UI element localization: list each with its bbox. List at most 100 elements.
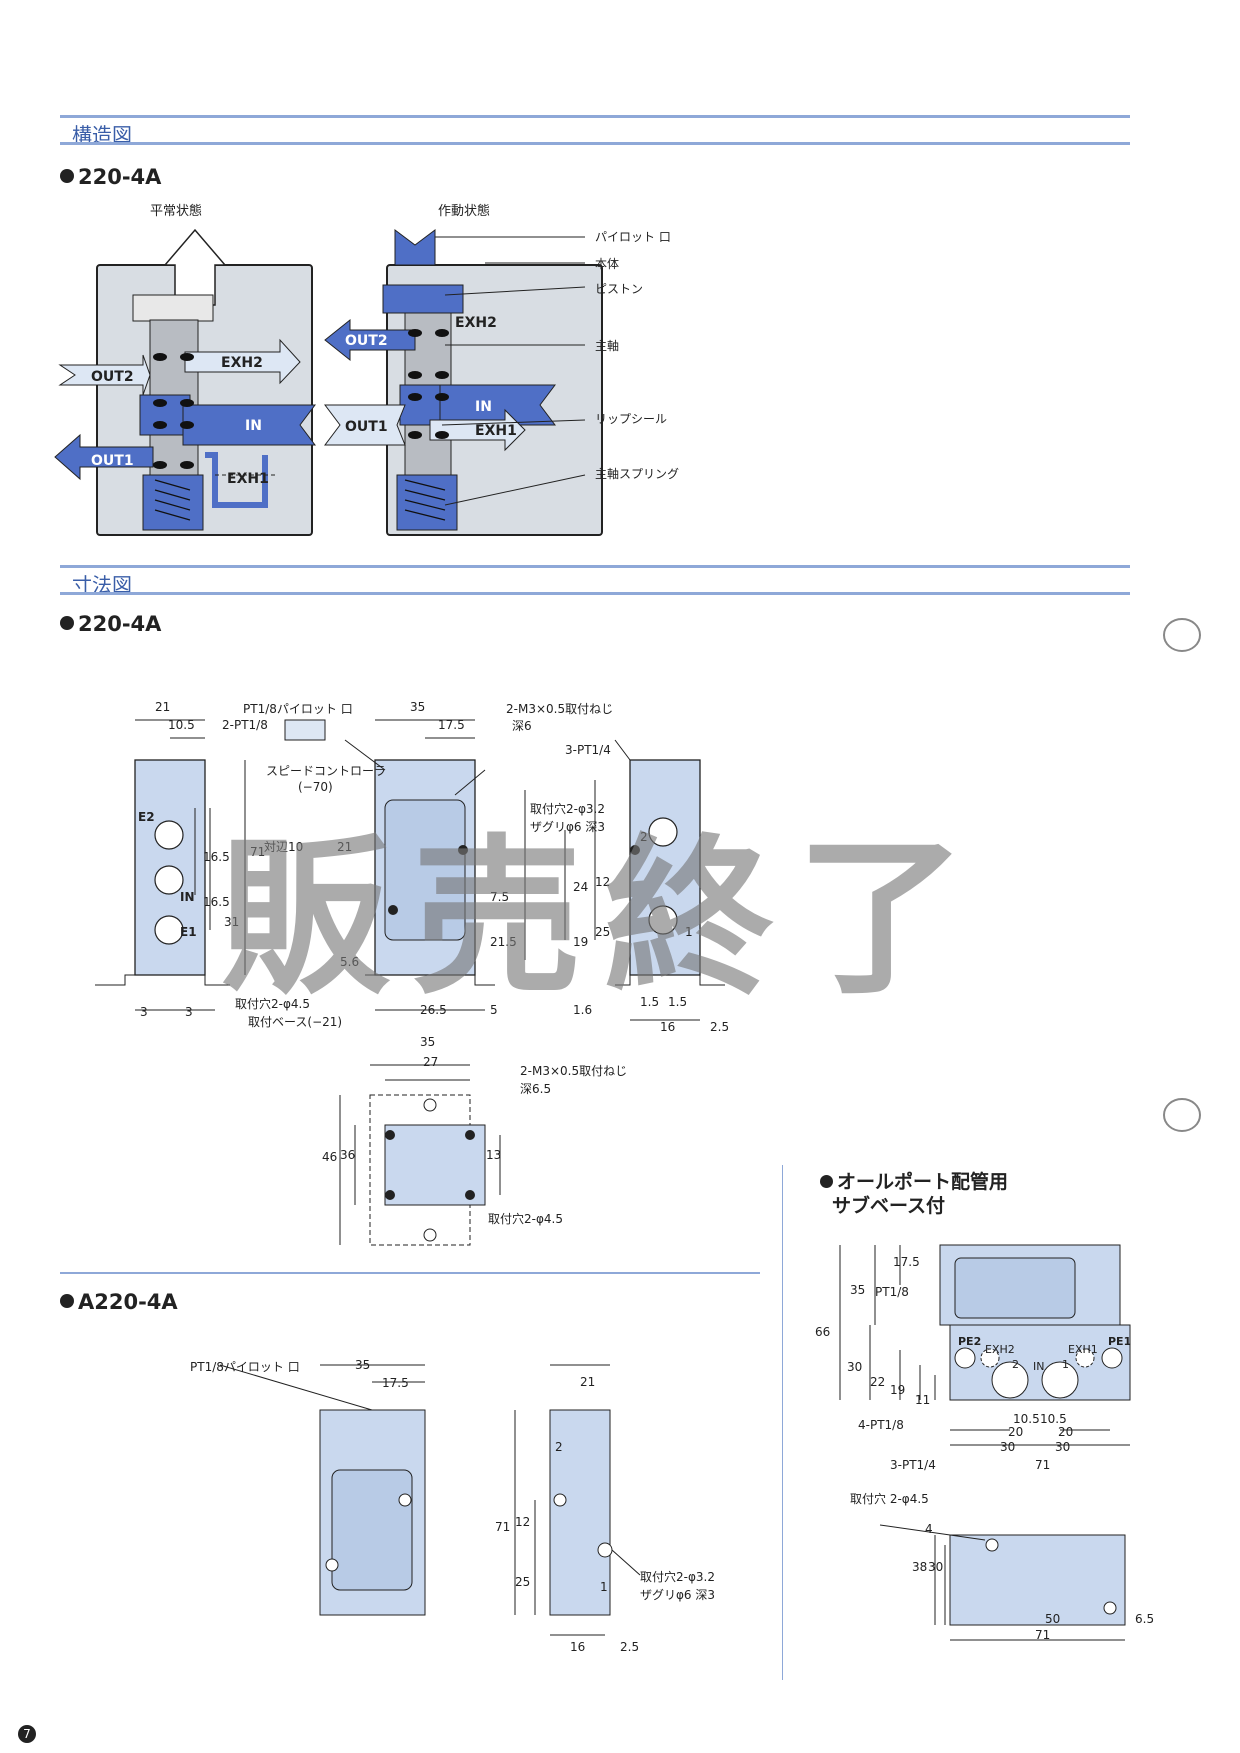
dim: 71: [1035, 1458, 1051, 1472]
dim: 71: [250, 845, 266, 859]
port-out2: OUT2: [345, 333, 388, 349]
port-in: IN: [180, 890, 195, 904]
dim: (−70): [298, 780, 333, 794]
port-exh2: EXH2: [985, 1343, 1015, 1356]
header-rule: [60, 115, 1130, 118]
label-pt18: 2-PT1/8: [222, 718, 268, 732]
dim: 3: [140, 1005, 148, 1019]
dim: 16.5: [203, 850, 230, 864]
dim: 5.6: [340, 955, 360, 969]
dim: 66: [815, 1325, 831, 1339]
dim: 35: [410, 700, 426, 714]
dim: 16: [660, 1020, 676, 1034]
page-number: 7: [18, 1725, 36, 1743]
dim: 71: [1035, 1628, 1051, 1642]
dim: 1.5: [668, 995, 688, 1009]
dim: 12: [515, 1515, 531, 1529]
label-body: 本体: [595, 257, 620, 271]
port-exh2: EXH2: [455, 315, 497, 331]
port-out1: OUT1: [91, 453, 134, 469]
dim: 17.5: [438, 718, 465, 732]
port-e1: E1: [180, 925, 197, 939]
port-exh1: EXH1: [1068, 1343, 1098, 1356]
dim: 22: [870, 1375, 886, 1389]
dim: 19: [573, 935, 589, 949]
dim: 5: [490, 1003, 498, 1017]
label-zaguri: ザグリφ6 深3: [640, 1588, 716, 1602]
label-base: 取付ベース(−21): [248, 1015, 343, 1029]
port-2: 2: [1012, 1358, 1019, 1371]
label-hole: 取付穴2-φ3.2: [530, 802, 605, 816]
port-2: 2: [555, 1440, 563, 1454]
label-hole: 取付穴 2-φ4.5: [850, 1492, 929, 1506]
model-heading: 220-4A: [60, 612, 161, 636]
label-pt18: PT1/8: [875, 1285, 909, 1299]
port-exh1: EXH1: [227, 471, 269, 487]
header-rule: [60, 142, 1130, 145]
port-1: 1: [1062, 1358, 1069, 1371]
dim: 30: [1000, 1440, 1016, 1454]
dimension-drawing-a220: [219, 1364, 641, 1636]
label-hole45: 取付穴2-φ4.5: [235, 997, 310, 1011]
dim: 20: [1008, 1425, 1024, 1439]
section-header-dimensions: 寸法図: [60, 565, 1130, 597]
model-heading: A220-4A: [60, 1290, 178, 1314]
dim: 35: [850, 1283, 866, 1297]
label-depth: 深6.5: [520, 1082, 552, 1096]
label-main-spring: 主軸スプリング: [595, 467, 680, 481]
dim: 2.5: [620, 1640, 640, 1654]
label-speed: スピードコントローラ: [266, 764, 387, 778]
port-in: IN: [475, 399, 492, 415]
dim: 19: [890, 1383, 906, 1397]
subbase-title: オールポート配管用 サブベース付: [820, 1170, 1008, 1218]
dim: 21: [155, 700, 171, 714]
label-depth: 深6: [512, 719, 532, 733]
dim: 17.5: [382, 1376, 409, 1390]
label-piston: ピストン: [595, 282, 644, 296]
dim: 21.5: [490, 935, 517, 949]
label-lip-seal: リップシール: [595, 412, 668, 426]
port-e2: E2: [138, 810, 155, 824]
dim: 46: [322, 1150, 338, 1164]
label-m3: 2-M3×0.5取付ねじ: [506, 702, 614, 716]
label-hole: 取付穴2-φ4.5: [488, 1212, 563, 1226]
model-heading: 220-4A: [60, 165, 161, 189]
dim: 30: [928, 1560, 944, 1574]
port-1: 1: [685, 925, 693, 939]
header-rule: [60, 565, 1130, 568]
port-in: IN: [1033, 1360, 1045, 1373]
dim: 25: [595, 925, 611, 939]
discontinued-stamp: 販売終了: [220, 820, 989, 1018]
dim: 20: [1058, 1425, 1074, 1439]
dim: 1.6: [573, 1003, 593, 1017]
label-m3: 2-M3×0.5取付ねじ: [520, 1064, 628, 1078]
port-pe1: PE1: [1108, 1335, 1132, 1348]
caption-active: 作動状態: [438, 204, 491, 219]
dim: 27: [423, 1055, 439, 1069]
section-header-structure: 構造図: [60, 115, 1130, 147]
dim: 21: [580, 1375, 596, 1389]
dim: 30: [1055, 1440, 1071, 1454]
dim: 10.5: [168, 718, 195, 732]
divider: [60, 1272, 760, 1274]
port-out1: OUT1: [345, 419, 388, 435]
dim: 26.5: [420, 1003, 447, 1017]
label-pt14: 3-PT1/4: [890, 1458, 936, 1472]
port-pe2: PE2: [958, 1335, 982, 1348]
header-rule: [60, 592, 1130, 595]
dim: 6.5: [1135, 1612, 1155, 1626]
dim: 35: [420, 1035, 436, 1049]
dim: 10.5: [1040, 1412, 1067, 1426]
label-main-shaft: 主軸: [595, 339, 620, 353]
dim: 30: [847, 1360, 863, 1374]
dim: 35: [355, 1358, 371, 1372]
port-1: 1: [600, 1580, 608, 1594]
port-exh2: EXH2: [221, 355, 263, 371]
dim: 71: [495, 1520, 511, 1534]
label-pilot: PT1/8パイロット 口: [243, 702, 353, 716]
diagram-active: OUT2 EXH2 IN OUT1 EXH1: [324, 229, 603, 536]
label-pilot: PT1/8パイロット 口: [190, 1360, 300, 1374]
port-2: 2: [640, 830, 648, 844]
divider: [782, 1165, 783, 1680]
dim: 16: [570, 1640, 586, 1654]
